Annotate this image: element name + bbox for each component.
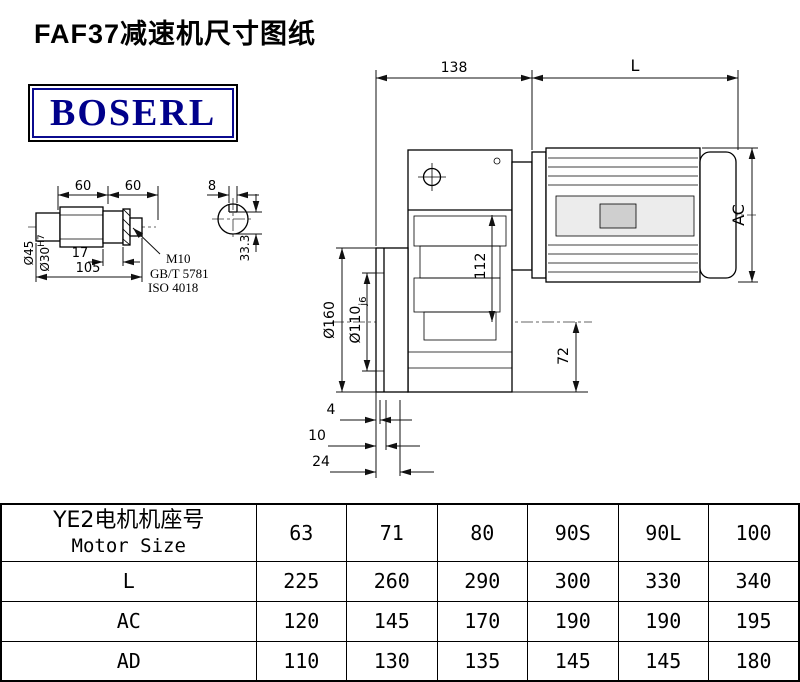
AD-71: 130 <box>346 640 438 682</box>
bolt-thread-label: M10 <box>166 251 191 266</box>
motor-label-cn: YE2电机机座号 <box>53 508 205 534</box>
dim-ac-label: AC <box>729 204 748 226</box>
L-71: 260 <box>346 560 438 602</box>
boserl-logo: BOSERL <box>28 84 239 142</box>
boserl-logo-text: BOSERL <box>50 92 217 134</box>
L-80: 290 <box>436 560 528 602</box>
dimension-lines <box>35 70 758 478</box>
boserl-logo-frame: BOSERL <box>32 88 235 138</box>
AD-63: 110 <box>255 640 347 682</box>
dim-60-2-label: 60 <box>125 179 142 194</box>
dim-4-label: 4 <box>327 402 336 418</box>
AD-80: 135 <box>436 640 528 682</box>
dim-motor-length-label: L <box>631 56 640 75</box>
bolt-standard-gb-label: GB/T 5781 <box>150 266 209 281</box>
motor-label-en: Motor Size <box>71 534 186 557</box>
dim-flange-od-label: Ø160 <box>322 301 338 339</box>
dim-17-label: 17 <box>72 246 89 261</box>
L-90s: 300 <box>527 560 619 602</box>
page-title: FAF37减速机尺寸图纸 <box>34 19 317 49</box>
motor-size-100: 100 <box>708 503 800 562</box>
AD-90s: 145 <box>527 640 619 682</box>
AC-63: 120 <box>255 600 347 642</box>
motor-size-80: 80 <box>436 503 528 562</box>
motor-size-header-cell: YE2电机机座号 Motor Size <box>0 503 257 562</box>
output-flange <box>375 247 409 393</box>
dim-10-label: 10 <box>308 428 326 444</box>
row-label-AC: AC <box>0 600 257 642</box>
shaft-detail <box>35 206 143 248</box>
dim-112-label: 112 <box>473 253 489 280</box>
row-label-L: L <box>0 560 257 602</box>
dim-key-width-label: 8 <box>208 179 216 194</box>
AD-90l: 145 <box>617 640 709 682</box>
table-row-AD: AD 110 130 135 145 145 180 <box>0 640 800 682</box>
dim-105-label: 105 <box>76 261 101 276</box>
dim-key-depth-label: 33.3 <box>238 235 252 262</box>
row-label-AD: AD <box>0 640 257 682</box>
AD-100: 180 <box>708 640 800 682</box>
motor-adapter <box>511 151 547 279</box>
AC-100: 195 <box>708 600 800 642</box>
motor-size-71: 71 <box>346 503 438 562</box>
dim-138-label: 138 <box>441 60 468 76</box>
dim-72-label: 72 <box>556 347 572 365</box>
fan-cover <box>699 151 737 279</box>
L-63: 225 <box>255 560 347 602</box>
AC-71: 145 <box>346 600 438 642</box>
AC-90s: 190 <box>527 600 619 642</box>
dim-bore-label: Ø30H7 <box>37 234 52 271</box>
AC-90l: 190 <box>617 600 709 642</box>
AC-80: 170 <box>436 600 528 642</box>
motor-size-90s: 90S <box>527 503 619 562</box>
table-header-row: YE2电机机座号 Motor Size 63 71 80 90S 90L 100 <box>0 503 800 562</box>
dim-24-label: 24 <box>312 454 330 470</box>
dim-shaft-od-label: Ø45 <box>22 241 36 266</box>
motor-size-63: 63 <box>255 503 347 562</box>
gearbox-housing <box>407 149 513 393</box>
motor-size-90l: 90L <box>617 503 709 562</box>
motor-dimension-table: YE2电机机座号 Motor Size 63 71 80 90S 90L 100… <box>0 503 800 682</box>
L-100: 340 <box>708 560 800 602</box>
dim-spigot-label: Ø110j6 <box>348 297 369 344</box>
reducer-dimension-drawing: 138 L AC 112 72 Ø160 Ø110j6 4 10 24 60 6… <box>22 56 758 478</box>
table-row-AC: AC 120 145 170 190 190 195 <box>0 600 800 642</box>
L-90l: 330 <box>617 560 709 602</box>
motor-body <box>545 147 701 283</box>
bolt-standard-iso-label: ISO 4018 <box>148 280 198 295</box>
dim-60-1-label: 60 <box>75 179 92 194</box>
table-row-L: L 225 260 290 300 330 340 <box>0 560 800 602</box>
dimension-labels: 138 L AC 112 72 Ø160 Ø110j6 4 10 24 60 6… <box>22 56 748 470</box>
